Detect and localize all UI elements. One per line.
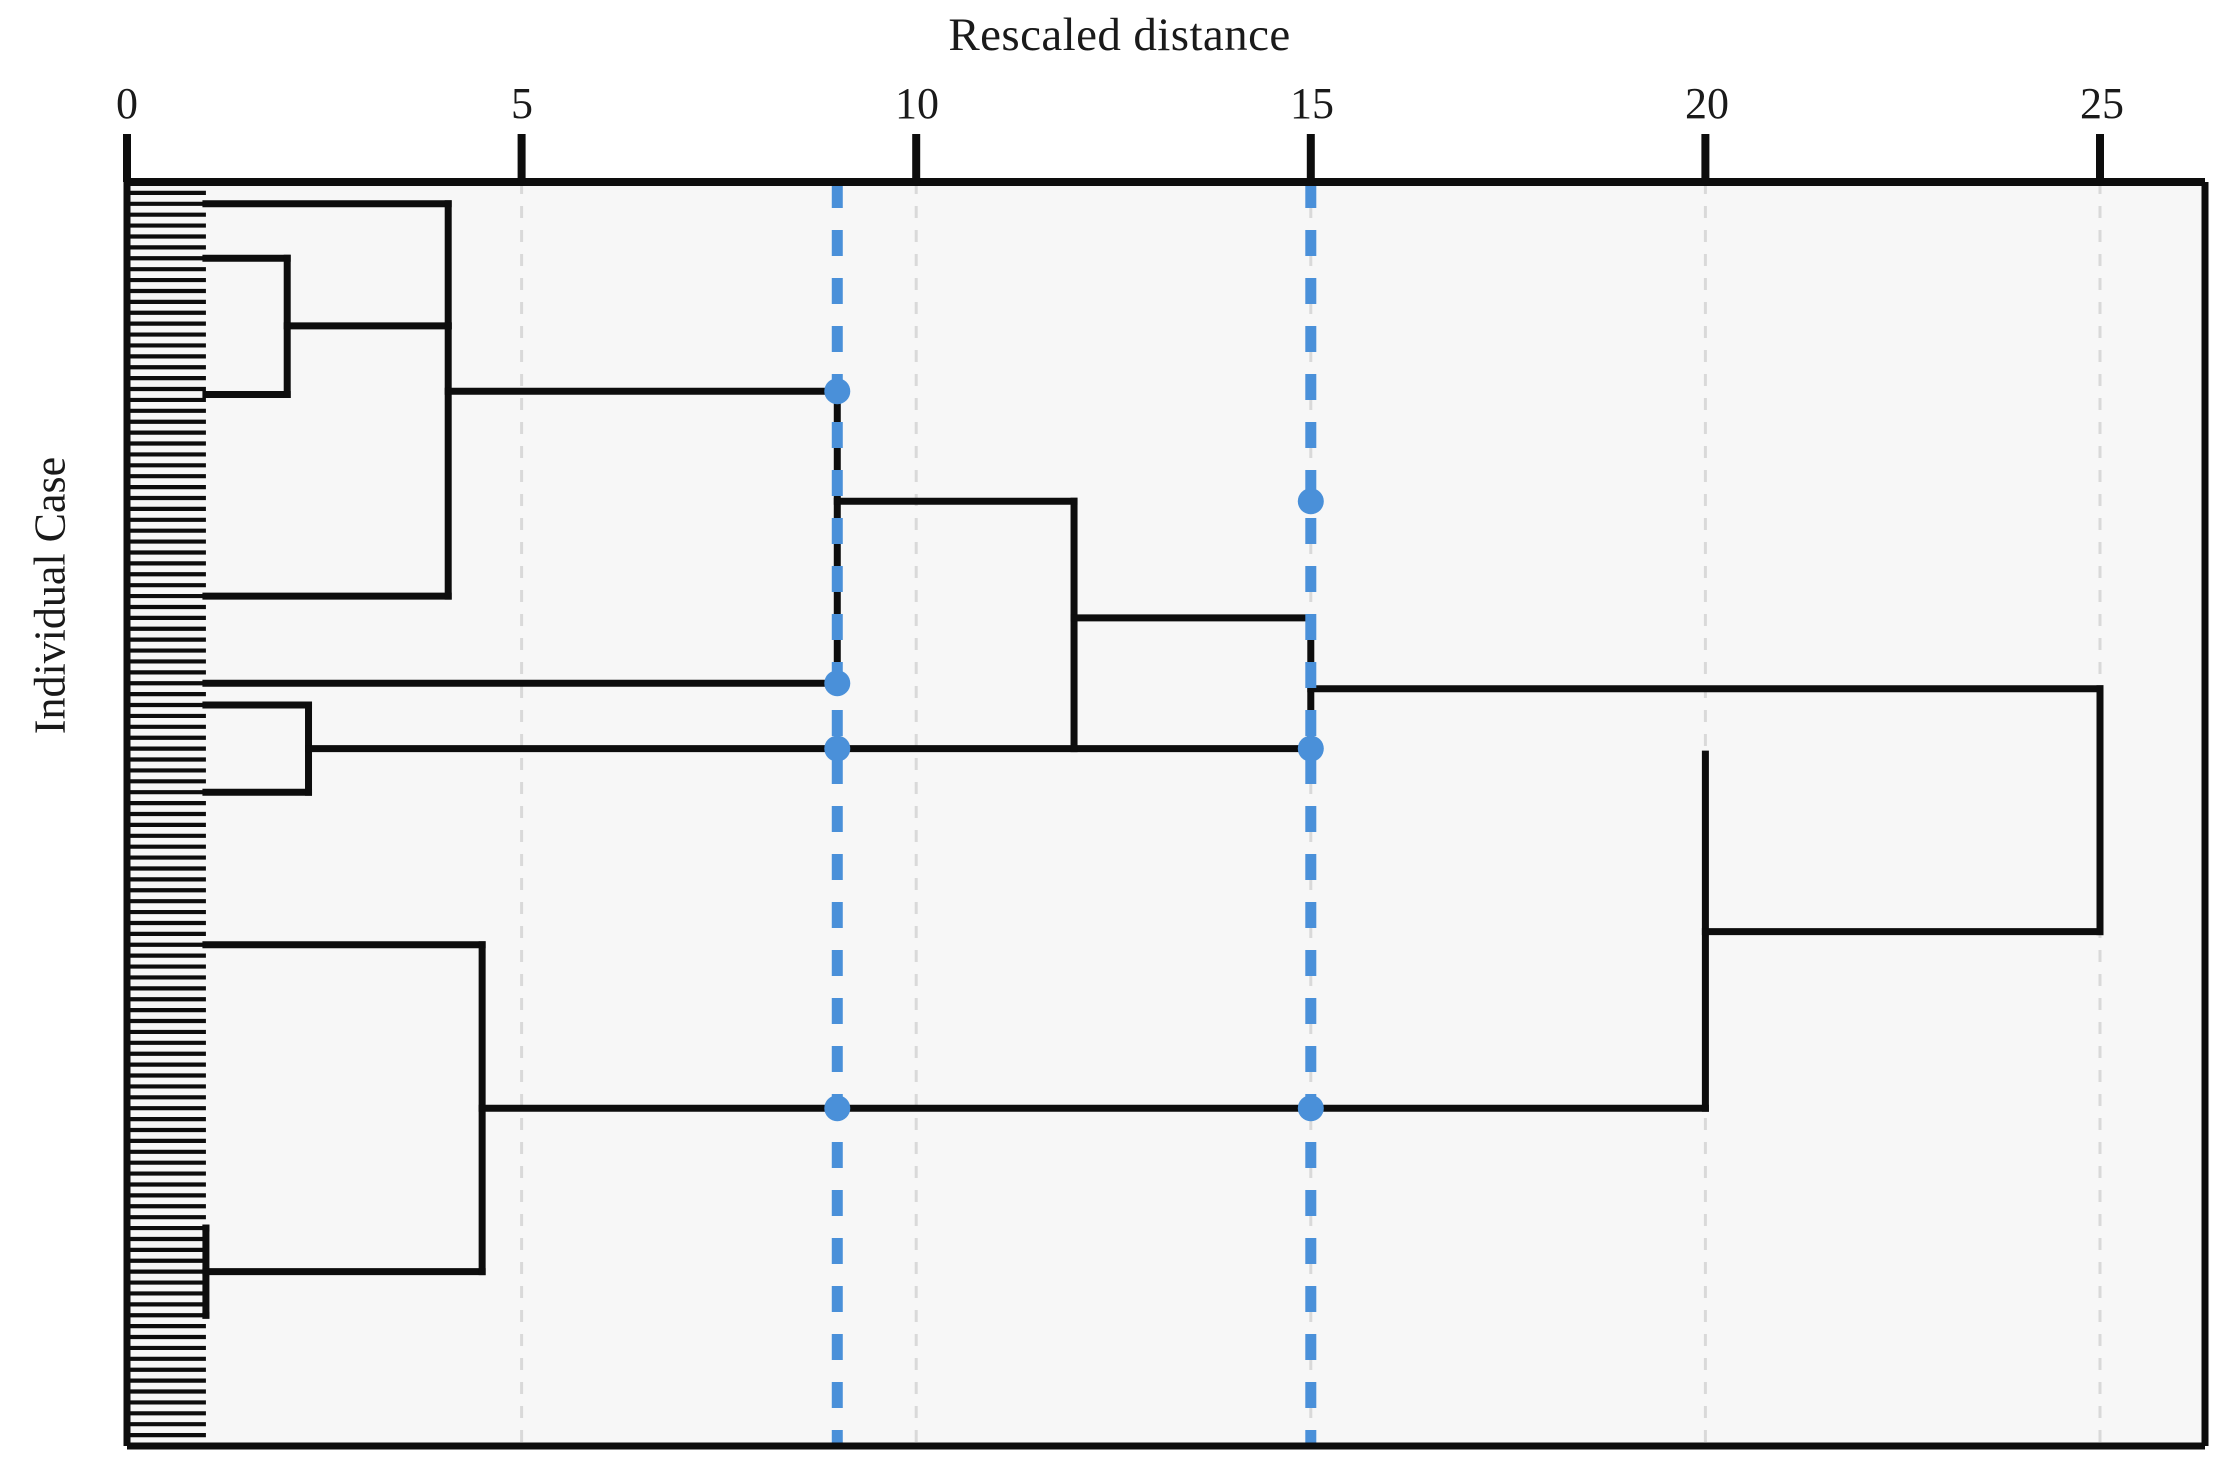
chart-title: Rescaled distance: [948, 9, 1291, 61]
x-tick-label-15: 15: [1290, 79, 1334, 128]
dendrogram-branches: [202, 200, 2104, 1319]
x-tick-label-20: 20: [1685, 79, 1729, 128]
plot-background: [127, 182, 2205, 1446]
x-tick-label-5: 5: [511, 79, 533, 128]
x-tick-label-10: 10: [895, 79, 939, 128]
axis-frame: [123, 134, 2209, 1450]
cut-markers: [824, 378, 1324, 1122]
x-tick-label-0: 0: [116, 79, 138, 128]
leaf-lines: [127, 190, 206, 1438]
x-tick-label-25: 25: [2080, 79, 2124, 128]
